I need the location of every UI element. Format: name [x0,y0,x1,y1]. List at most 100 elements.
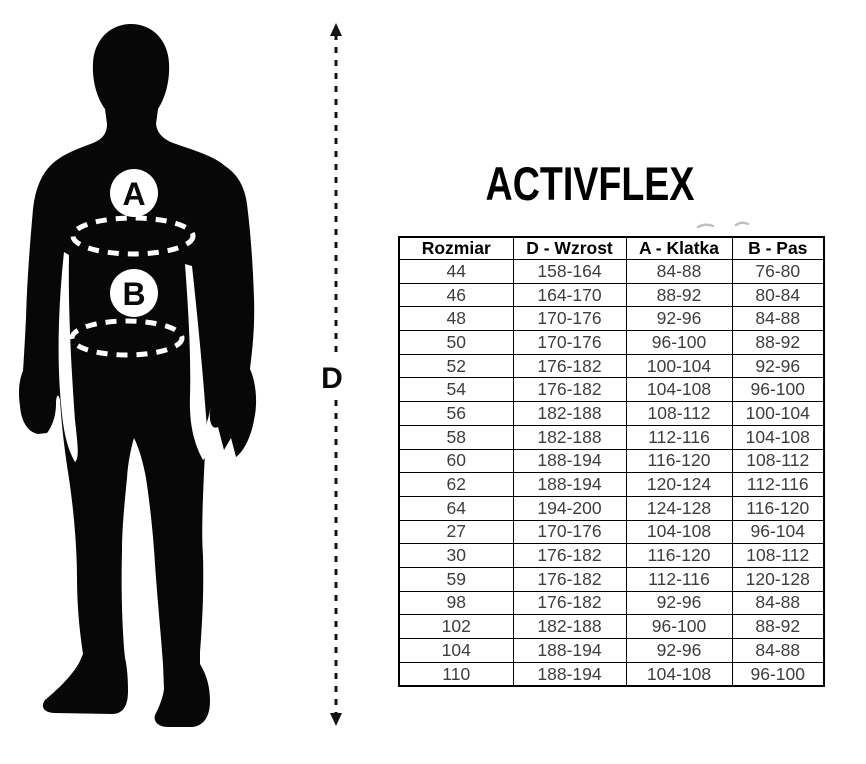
table-cell: 194-200 [512,495,627,521]
column-header: B - Pas [731,236,825,260]
page-title: ACTIVFLEX [485,157,695,210]
table-cell: 96-100 [625,614,733,639]
left-arm-gap [58,252,78,462]
table-cell: 108-112 [731,448,825,474]
table-cell: 116-120 [731,495,825,521]
table-cell: 96-100 [731,377,825,403]
table-cell: 96-104 [731,519,825,545]
table-cell: 112-116 [625,566,733,592]
table-cell: 52 [398,353,514,379]
table-cell: 46 [398,282,514,308]
table-cell: 176-182 [512,590,627,616]
table-cell: 104-108 [625,519,733,545]
table-cell: 110 [398,661,514,687]
waist-measure-ellipse [69,318,185,358]
table-cell: 120-124 [625,472,733,497]
table-cell: 116-120 [625,448,733,474]
column-header: Rozmiar [398,236,514,260]
table-cell: 60 [398,448,514,474]
table-cell: 188-194 [512,448,627,474]
table-cell: 102 [398,614,514,639]
table-cell: 96-100 [731,661,825,687]
table-cell: 182-188 [512,424,627,450]
table-cell: 120-128 [731,566,825,592]
table-cell: 170-176 [512,330,627,355]
table-cell: 188-194 [512,661,627,687]
arrow-down-icon [330,713,342,726]
table-cell: 58 [398,424,514,450]
table-cell: 54 [398,377,514,403]
table-cell: 164-170 [512,282,627,308]
table-cell: 170-176 [512,306,627,332]
table-cell: 92-96 [625,590,733,616]
table-cell: 44 [398,259,514,284]
table-cell: 188-194 [512,472,627,497]
table-cell: 59 [398,566,514,592]
table-cell: 108-112 [731,543,825,568]
table-cell: 50 [398,330,514,355]
table-cell: 108-112 [625,401,733,426]
table-cell: 80-84 [731,282,825,308]
column-header: D - Wzrost [512,236,627,260]
table-cell: 116-120 [625,543,733,568]
table-cell: 92-96 [625,306,733,332]
table-cell: 176-182 [512,543,627,568]
table-cell: 112-116 [625,424,733,450]
table-cell: 176-182 [512,566,627,592]
marker-b-label: B [122,276,145,312]
table-cell: 88-92 [625,282,733,308]
body-silhouette [19,24,257,727]
chest-measure-ellipse [70,215,196,257]
body-measurement-diagram: A B D [19,23,343,727]
table-cell: 48 [398,306,514,332]
marker-a-circle [110,169,158,217]
table-cell: 158-164 [512,259,627,284]
table-cell: 104 [398,638,514,663]
table-cell: 96-100 [625,330,733,355]
column-header: A - Klatka [625,236,733,260]
table-cell: 27 [398,519,514,545]
table-cell: 170-176 [512,519,627,545]
marker-d-label: D [321,362,343,395]
marker-a-label: A [122,176,145,212]
table-cell: 84-88 [731,638,825,663]
table-cell: 62 [398,472,514,497]
table-cell: 88-92 [731,614,825,639]
table-cell: 92-96 [731,353,825,379]
table-cell: 104-108 [625,377,733,403]
stray-marks [696,221,750,229]
table-cell: 30 [398,543,514,568]
table-cell: 104-108 [625,661,733,687]
stray-mark [734,221,750,227]
table-cell: 112-116 [731,472,825,497]
arrow-up-icon [330,23,342,36]
table-cell: 98 [398,590,514,616]
table-cell: 84-88 [625,259,733,284]
table-cell: 182-188 [512,614,627,639]
table-cell: 56 [398,401,514,426]
marker-b-circle [110,269,158,317]
stray-mark [696,223,715,229]
right-arm-gap [185,264,208,460]
table-cell: 84-88 [731,306,825,332]
table-cell: 100-104 [625,353,733,379]
table-cell: 88-92 [731,330,825,355]
table-cell: 76-80 [731,259,825,284]
